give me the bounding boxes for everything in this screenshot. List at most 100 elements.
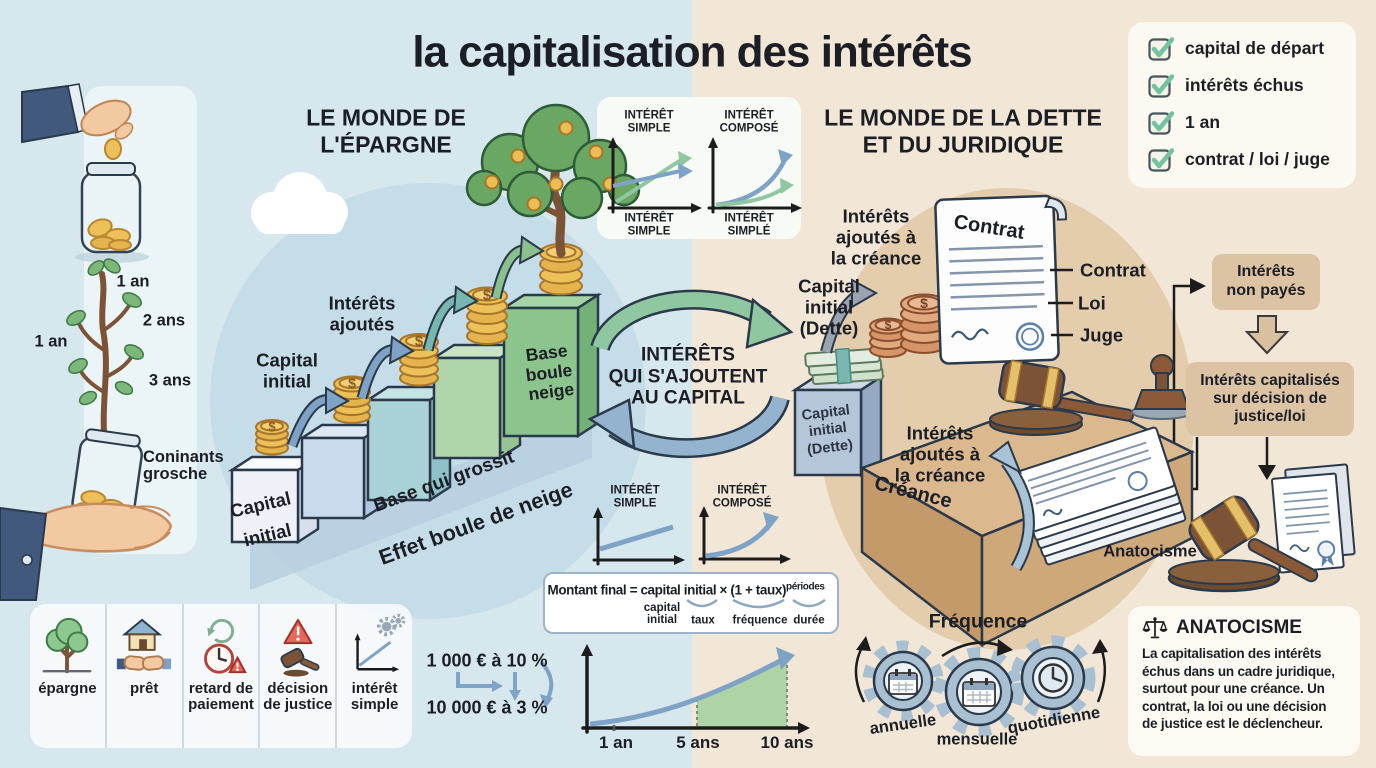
checkbox-checked-icon	[1148, 36, 1174, 61]
page-title: la capitalisation des intérêts	[412, 27, 972, 77]
formula-label-capital: capital initial	[643, 601, 681, 626]
checklist-card: capital de départ intérêts échus 1 an co…	[1128, 22, 1356, 188]
anatocisme-card-header: ANATOCISME	[1142, 616, 1348, 640]
formula-label-taux: taux	[691, 614, 715, 627]
debt-capital-initial-label: Capital initial (Dette)	[798, 275, 860, 339]
anatocisme-card-body: La capitalisation des intérêts échus dan…	[1142, 646, 1335, 732]
legend-item-epargne: épargne	[30, 604, 107, 748]
anatocisme-card-title: ANATOCISME	[1176, 617, 1302, 638]
legend-panel: épargne prêt retard de	[30, 604, 412, 748]
example-arrows	[456, 660, 554, 709]
tick-juge-label: Juge	[1080, 324, 1124, 346]
checkbox-checked-icon	[1148, 110, 1174, 135]
coin-dollar-icon: $	[415, 333, 424, 350]
coin-dollar-icon: $	[885, 318, 892, 332]
frequency-gear-monthly	[934, 647, 1024, 737]
chart-top-right-caption: INTÉRÊT SIMPLÉ	[724, 212, 774, 238]
checklist-item-contrat-loi-juge: contrat / loi / juge	[1148, 141, 1356, 178]
example-to-label: 10 000 € à 3 %	[426, 697, 548, 718]
coin-dollar-icon: $	[348, 375, 356, 391]
growth-tick-10ans: 10 ans	[760, 733, 814, 753]
chart-top-right-title: INTÉRÊT COMPOSÉ	[719, 109, 779, 135]
growth-tick-1an: 1 an	[598, 733, 634, 753]
interest-step-arrows	[286, 235, 545, 448]
frequency-monthly-label: mensuelle	[936, 730, 1018, 749]
jar-in-hand-illustration	[0, 428, 173, 601]
stamp-illustration	[1131, 354, 1193, 420]
coin-dollar-icon: $	[483, 287, 492, 304]
growth-tick-5ans: 5 ans	[676, 733, 720, 753]
checklist-label: capital de départ	[1185, 38, 1325, 58]
interest-charts-card	[597, 97, 801, 239]
legend-label: intérêt simple	[350, 680, 399, 714]
coin-dollar-icon: $	[920, 295, 928, 311]
timeline-year3-label: 3 ans	[148, 371, 192, 390]
growing-tree-timeline-illustration	[66, 258, 145, 435]
chart-mid-left-title: INTÉRÊT SIMPLE	[610, 484, 660, 510]
legend-label: retard de paiement	[188, 680, 254, 714]
simple-vs-compound-charts-mid	[592, 506, 791, 566]
formula-label-duree: durée	[793, 614, 825, 627]
formula-expression: Montant final = capital initial × (1 + t…	[547, 582, 824, 599]
gavel-anatocisme-illustration	[1167, 495, 1319, 593]
tree-icon	[42, 617, 92, 674]
interest-to-debt-arrow	[820, 278, 879, 354]
checklist-label: 1 an	[1185, 112, 1221, 132]
checklist-label: intérêts échus	[1185, 75, 1304, 95]
cloud-decor	[251, 172, 348, 234]
anatocisme-document-illustration	[1271, 463, 1356, 574]
checklist-item-interets-echus: intérêts échus	[1148, 67, 1356, 104]
formula-label-frequence: fréquence	[732, 614, 788, 627]
contract-tick-lines	[1048, 268, 1073, 337]
simple-interest-chart-icon	[354, 613, 405, 673]
timeline-year1-label: 1 an	[116, 272, 150, 291]
frequency-title: Fréquence	[928, 610, 1028, 633]
gavel-platform-illustration	[989, 359, 1135, 436]
late-payment-clock-icon	[204, 618, 247, 674]
legend-item-pret: prêt	[107, 604, 184, 748]
coin-dollar-icon: $	[268, 419, 276, 434]
snowball-ramp	[250, 413, 592, 590]
frequency-arrows	[854, 636, 1108, 703]
base-boule-neige-label: Base boule neige	[524, 340, 576, 405]
debt-world-header: LE MONDE DE LA DETTE ET DU JURIDIQUE	[824, 104, 1102, 157]
money-tree-illustration	[465, 103, 641, 258]
example-from-label: 1 000 € à 10 %	[426, 650, 548, 671]
legend-item-interet-simple: intérêt simple	[337, 604, 412, 748]
hand-dropping-coin-illustration	[21, 83, 134, 160]
anatocisme-pointer-label: Anatocisme	[1103, 542, 1197, 561]
formula-exponent: périodes	[786, 581, 825, 593]
formula-main: Montant final = capital initial × (1 + t…	[547, 582, 787, 598]
interest-cycle-arrows	[587, 289, 794, 459]
checkbox-checked-icon	[1148, 73, 1174, 98]
debt-block-face-label: Capital initial (Dette)	[800, 402, 854, 459]
debt-capital-block-illustration	[790, 347, 886, 478]
interets-ajoutes-label: Intérêts ajoutés	[328, 292, 396, 335]
capital-staircase-illustration	[227, 292, 603, 545]
tick-contrat-label: Contrat	[1080, 259, 1146, 281]
simple-vs-compound-charts-top	[607, 137, 802, 214]
timeline-year2-label: 2 ans	[142, 311, 186, 330]
formula-braces	[686, 598, 826, 609]
copper-coin-stacks	[869, 293, 948, 358]
legend-label: décision de justice	[263, 680, 333, 714]
checklist-item-capital-depart: capital de départ	[1148, 30, 1356, 67]
capital-initial-label: Capital initial	[256, 349, 318, 392]
capitalized-interests-box: Intérêts capitalisés sur décision de jus…	[1186, 362, 1354, 436]
savings-world-header: LE MONDE DE L'ÉPARGNE	[306, 104, 466, 157]
scales-icon	[1142, 617, 1168, 639]
frequency-gear-annual	[862, 640, 944, 722]
legend-item-retard: retard de paiement	[184, 604, 261, 748]
savings-jar-illustration	[75, 162, 149, 263]
growth-chart	[581, 644, 810, 734]
chart-top-left-title: INTÉRÊT SIMPLE	[624, 109, 674, 135]
tick-loi-label: Loi	[1078, 292, 1106, 314]
checklist-label: contrat / loi / juge	[1185, 149, 1330, 169]
jar-caption: Coninants grosche	[143, 448, 224, 484]
legend-item-decision: décision de justice	[260, 604, 338, 748]
warning-gavel-icon	[280, 618, 320, 677]
creance-interests-added-label: Intérêts ajoutés à la créance	[894, 422, 986, 486]
anatocisme-card: ANATOCISME La capitalisation des intérêt…	[1128, 606, 1360, 756]
checkbox-checked-icon	[1148, 147, 1174, 172]
